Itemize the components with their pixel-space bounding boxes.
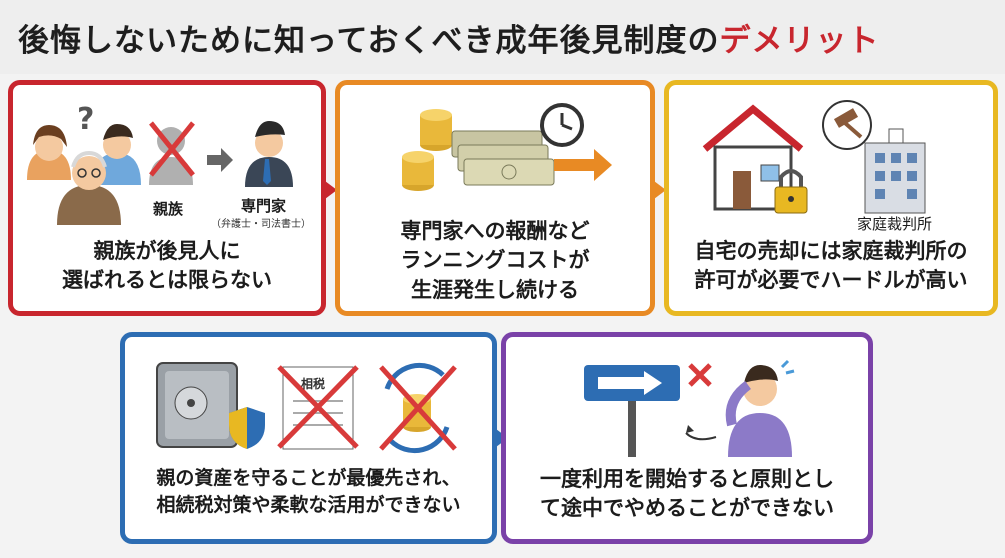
safe-tax-illustration xyxy=(156,362,457,454)
tax-document-icon xyxy=(277,365,359,450)
arrow-right-icon xyxy=(207,148,233,172)
family-icon xyxy=(27,124,141,225)
label-tax: 相税 xyxy=(301,377,326,391)
coin-cycle-icon xyxy=(379,362,457,454)
family-expert-illustration: ? xyxy=(27,102,293,225)
card-caption: 親の資産を守ることが最優先され、 相続税対策や柔軟な活用ができない xyxy=(156,467,461,516)
label-expert-sub: （弁護士・司法書士） xyxy=(211,219,311,230)
arrow-right-icon xyxy=(554,149,612,181)
expert-icon xyxy=(245,121,293,187)
courthouse-icon xyxy=(864,128,926,214)
card-caption: 専門家への報酬など ランニングコストが 生涯発生し続ける xyxy=(400,219,590,302)
lock-icon xyxy=(774,169,808,214)
card-caption: 一度利用を開始すると原則とし て途中でやめることができない xyxy=(540,467,834,521)
card-asset-protection: 相税 親の資産を守ることが最優先され、 相続税対策や柔軟な活用ができない xyxy=(120,332,497,544)
house-court-illustration xyxy=(702,100,926,214)
cross-icon xyxy=(688,363,712,387)
card-cannot-stop: 一度利用を開始すると原則とし て途中でやめることができない xyxy=(501,332,873,544)
card-relatives-not-chosen: ? 親族 専門家 （弁護士・司法書士） 親族が後見人に 選ばれるとは限らない xyxy=(8,80,326,316)
cost-illustration xyxy=(402,103,612,191)
question-mark: ? xyxy=(77,102,94,137)
one-way-illustration xyxy=(584,359,795,457)
banknotes-icon xyxy=(451,130,555,186)
relative-silhouette-icon xyxy=(149,121,195,185)
safe-icon xyxy=(156,362,238,448)
label-expert: 専門家 xyxy=(241,197,287,215)
card-caption: 自宅の売却には家庭裁判所の 許可が必要でハードルが高い xyxy=(694,239,968,293)
card-running-cost: 専門家への報酬など ランニングコストが 生涯発生し続ける xyxy=(335,80,655,316)
gavel-icon xyxy=(822,100,872,150)
label-court: 家庭裁判所 xyxy=(857,215,933,233)
clock-icon xyxy=(540,103,584,147)
label-family: 親族 xyxy=(153,200,184,218)
worried-person-icon xyxy=(685,359,795,457)
card-caption: 親族が後見人に 選ばれるとは限らない xyxy=(62,239,272,293)
card-home-sale: 家庭裁判所 自宅の売却には家庭裁判所の 許可が必要でハードルが高い xyxy=(664,80,998,316)
title-accent: デメリット xyxy=(719,22,880,59)
shield-icon xyxy=(229,407,265,449)
flow-arrow xyxy=(321,178,337,202)
coins-icon xyxy=(402,109,452,191)
title-main: 後悔しないために知っておくべき成年後見制度の xyxy=(18,22,720,59)
flow-arrow xyxy=(650,178,666,202)
one-way-sign-icon xyxy=(584,365,680,457)
page-title: 後悔しないために知っておくべき成年後見制度のデメリット xyxy=(0,0,1005,74)
